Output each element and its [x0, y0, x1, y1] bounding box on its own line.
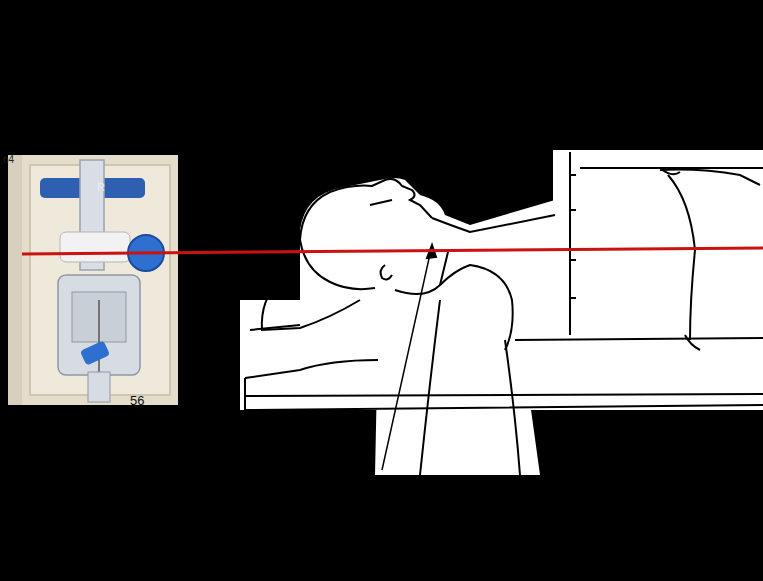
reference-line: [22, 248, 763, 254]
clamp-letter: R: [97, 182, 105, 193]
photo-number: 56: [130, 394, 144, 407]
patient-drawing: [240, 150, 763, 475]
transducer-photo: [8, 155, 178, 405]
photo-corner-text: n4: [3, 155, 14, 165]
